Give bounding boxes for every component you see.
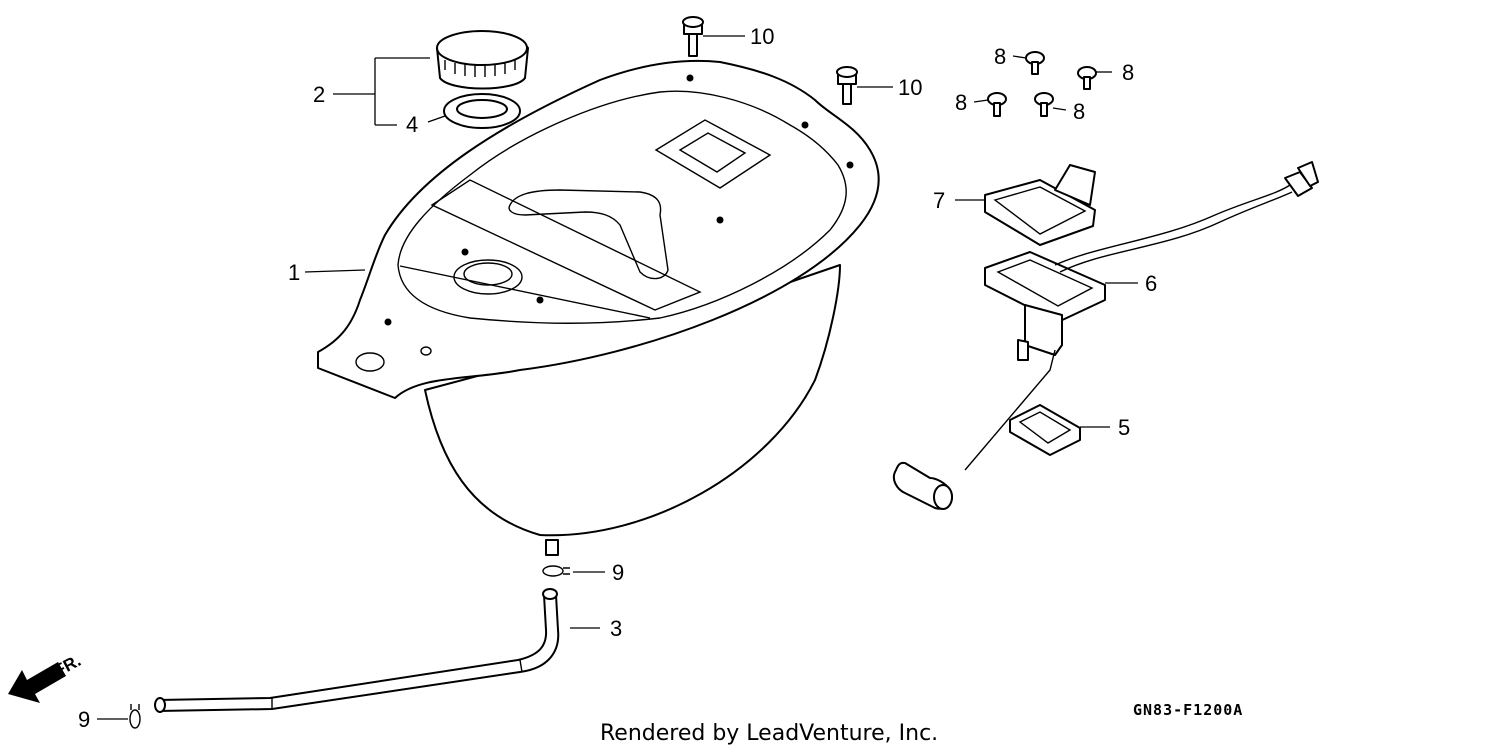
callout-9-upper: 9 xyxy=(612,560,624,585)
screw-c[interactable] xyxy=(987,92,1007,117)
bolt-top[interactable] xyxy=(682,16,704,57)
callout-9-lower: 9 xyxy=(78,707,90,732)
screw-b[interactable] xyxy=(1077,66,1097,90)
screw-d[interactable] xyxy=(1034,92,1054,117)
fuel-gauge-sending-unit[interactable] xyxy=(892,251,1106,510)
callout-8-c: 8 xyxy=(955,90,967,115)
callout-4: 4 xyxy=(406,112,418,137)
leader-lines xyxy=(97,35,1138,720)
hose-clip-lower[interactable] xyxy=(129,704,141,729)
callout-8-d: 8 xyxy=(1073,99,1085,124)
callout-6: 6 xyxy=(1145,271,1157,296)
filler-cap-gasket[interactable] xyxy=(443,93,521,129)
hose-clip-upper[interactable] xyxy=(542,565,570,577)
fuel-tank[interactable] xyxy=(317,59,880,556)
callout-3: 3 xyxy=(610,616,622,641)
fuel-filler-cap[interactable] xyxy=(436,30,529,90)
callout-2: 2 xyxy=(313,82,325,107)
fuel-unit-gasket[interactable] xyxy=(1009,404,1081,456)
diagram-code: GN83-F1200A xyxy=(1133,701,1243,719)
callout-8-b: 8 xyxy=(1122,60,1134,85)
callout-7: 7 xyxy=(933,188,945,213)
callout-1: 1 xyxy=(288,260,300,285)
fuel-tube[interactable] xyxy=(154,588,560,713)
credit-text: Rendered by LeadVenture, Inc. xyxy=(600,721,938,746)
callout-10-right: 10 xyxy=(898,75,922,100)
callout-5: 5 xyxy=(1118,415,1130,440)
callout-8-a: 8 xyxy=(994,44,1006,69)
callout-10-top: 10 xyxy=(750,24,774,49)
fuel-unit-cover[interactable] xyxy=(984,164,1096,246)
front-direction-arrow: FR. xyxy=(8,651,84,703)
screw-a[interactable] xyxy=(1025,51,1045,75)
bolt-right[interactable] xyxy=(836,66,858,105)
wire-harness xyxy=(1054,161,1319,273)
